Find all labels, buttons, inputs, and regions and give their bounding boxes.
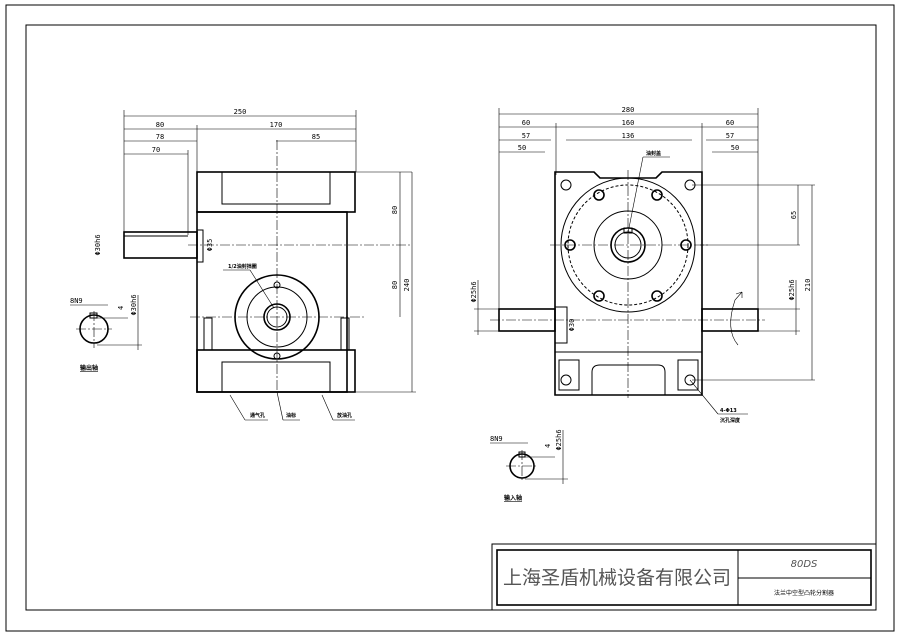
dim-shaft-dia-left: Φ25h6 — [470, 281, 478, 302]
dim-85: 85 — [312, 133, 320, 141]
company-name: 上海圣盾机械设备有限公司 — [503, 567, 731, 589]
dim-80: 80 — [156, 121, 164, 129]
label-oil-gauge: 油标 — [286, 412, 296, 419]
key-h: 4 — [117, 306, 125, 310]
label-holes: 4-Φ13 — [720, 408, 737, 414]
label-input-shaft: 输入轴 — [504, 494, 522, 502]
key-8n9: 8N9 — [70, 297, 83, 305]
product-name: 法兰中空型凸轮分割器 — [774, 589, 834, 597]
right-key-8n9: 8N9 — [490, 435, 503, 443]
dim-210: 210 — [804, 279, 812, 292]
dim-70: 70 — [152, 146, 160, 154]
right-key-dia: Φ25h6 — [555, 429, 563, 450]
dim-50-right: 50 — [731, 144, 739, 152]
dim-shaft-dia-right: Φ25h6 — [788, 279, 796, 300]
dim-50-left: 50 — [518, 144, 526, 152]
dim-57-right: 57 — [726, 132, 734, 140]
label-vent: 通气孔 — [250, 412, 265, 419]
rotation-arrow-icon — [730, 291, 743, 346]
dim-shaft-dia: Φ30h6 — [94, 234, 102, 255]
inner-frame — [25, 24, 877, 611]
dim-170: 170 — [270, 121, 283, 129]
dim-136: 136 — [622, 132, 635, 140]
left-view: 250 80 170 78 85 70 80 80 240 — [70, 108, 416, 421]
label-cover: 油封盖 — [646, 150, 661, 157]
dim-60-right: 60 — [726, 119, 734, 127]
label-drain: 放油孔 — [336, 412, 352, 419]
dim-65: 65 — [790, 211, 798, 219]
title-block: 上海圣盾机械设备有限公司 80DS 法兰中空型凸轮分割器 — [491, 543, 877, 611]
dim-hub-dia: Φ30 — [568, 319, 576, 332]
label-output-shaft: 输出轴 — [80, 364, 98, 372]
key-dia: Φ30h6 — [130, 294, 138, 315]
dim-240: 240 — [403, 279, 411, 292]
right-key-h: 4 — [544, 444, 552, 448]
dim-60-left: 60 — [522, 119, 530, 127]
dim-flange-dia: Φ35 — [206, 239, 214, 252]
model-number: 80DS — [791, 559, 818, 570]
label-seal: 1/2油封挡圈 — [228, 263, 257, 270]
dim-80-upper: 80 — [391, 206, 399, 214]
dim-160: 160 — [622, 119, 635, 127]
dim-57-left: 57 — [522, 132, 530, 140]
dim-78: 78 — [156, 133, 164, 141]
right-view: 280 60 160 60 57 136 57 50 50 — [470, 106, 815, 502]
dim-250: 250 — [234, 108, 247, 116]
dim-280: 280 — [622, 106, 635, 114]
outer-frame — [5, 4, 895, 632]
label-holes-note: 沉孔深度 — [720, 417, 741, 424]
dim-80-lower: 80 — [391, 281, 399, 289]
